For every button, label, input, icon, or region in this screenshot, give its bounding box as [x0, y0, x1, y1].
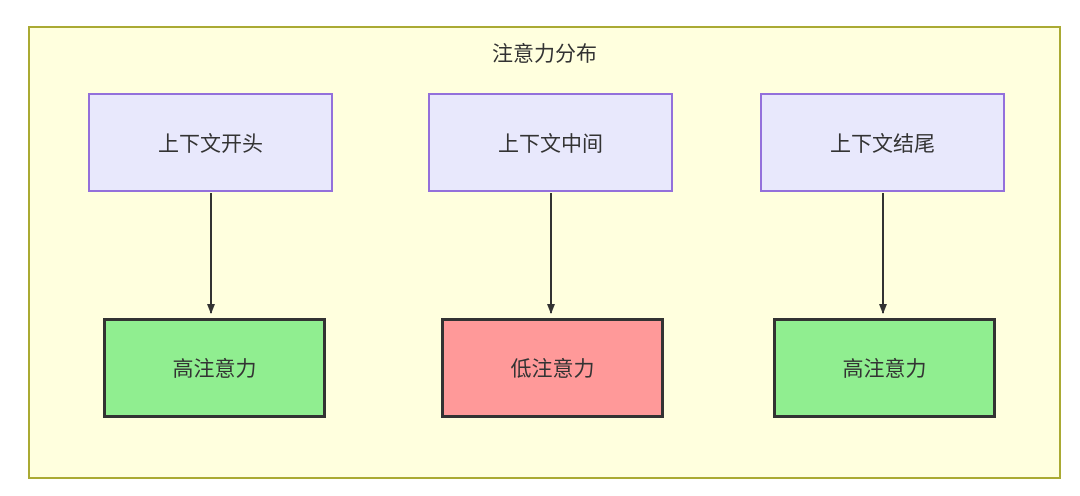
node-attention-start-label: 高注意力 — [172, 358, 257, 381]
node-context-end[interactable]: 上下文结尾 — [760, 93, 1005, 192]
node-attention-start[interactable]: 高注意力 — [103, 318, 326, 418]
node-context-start[interactable]: 上下文开头 — [88, 93, 333, 192]
node-context-start-label: 上下文开头 — [158, 132, 263, 156]
node-attention-middle-label: 低注意力 — [510, 358, 595, 381]
node-context-middle[interactable]: 上下文中间 — [428, 93, 673, 192]
node-context-end-label: 上下文结尾 — [830, 132, 935, 156]
node-attention-middle[interactable]: 低注意力 — [441, 318, 664, 418]
node-context-middle-label: 上下文中间 — [498, 132, 603, 156]
node-attention-end[interactable]: 高注意力 — [773, 318, 996, 418]
subgraph-title: 注意力分布 — [492, 43, 597, 66]
node-attention-end-label: 高注意力 — [842, 358, 927, 381]
